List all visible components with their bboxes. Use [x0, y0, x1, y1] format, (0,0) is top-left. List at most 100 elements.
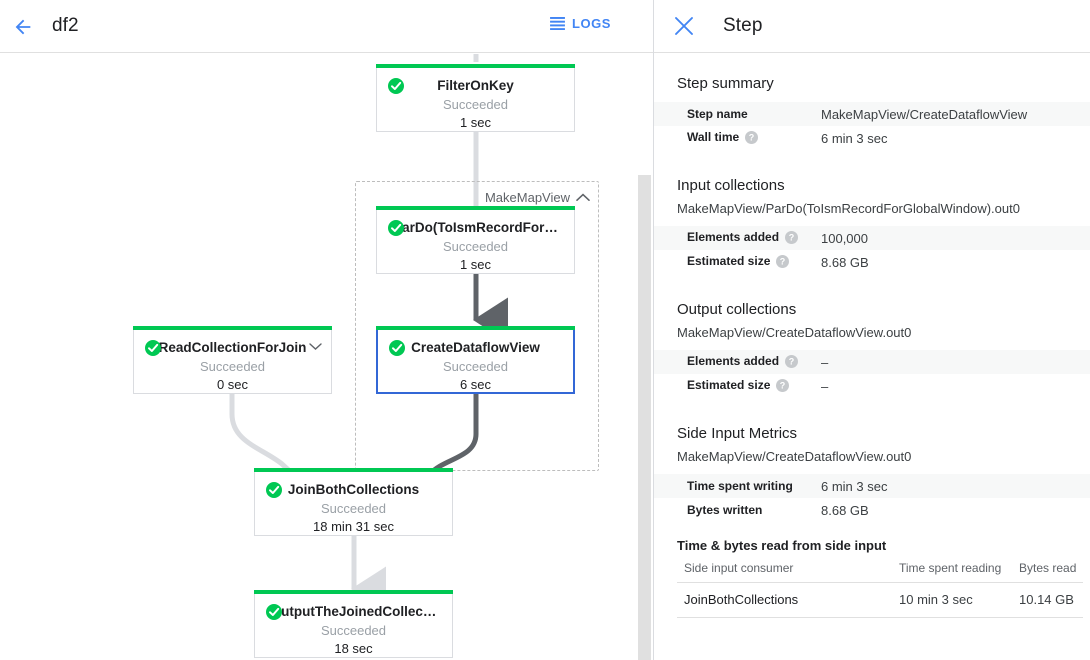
- side-input-read-heading: Time & bytes read from side input: [677, 538, 887, 553]
- table-row: Estimated size? 8.68 GB: [654, 250, 1090, 274]
- table-row: Step name MakeMapView/CreateDataflowView: [654, 102, 1090, 126]
- row-key: Estimated size?: [654, 250, 821, 274]
- node-title: FilterOnKey: [437, 78, 514, 93]
- node-status-bar: [254, 468, 453, 472]
- back-arrow-icon[interactable]: [9, 13, 37, 41]
- composite-label: MakeMapView: [484, 190, 570, 205]
- row-key: Elements added?: [654, 350, 821, 374]
- row-key-label: Elements added: [687, 353, 780, 368]
- composite-transform-makemapview[interactable]: MakeMapView: [355, 181, 599, 471]
- table-row: JoinBothCollections 10 min 3 sec 10.14 G…: [677, 582, 1083, 618]
- row-value: 6 min 3 sec: [821, 130, 888, 146]
- row-key: Step name: [687, 107, 748, 121]
- list-lines-icon: [550, 17, 565, 30]
- side-input-read-table: Side input consumer Time spent reading B…: [677, 556, 1083, 618]
- logs-button[interactable]: LOGS: [546, 14, 615, 33]
- row-value: MakeMapView/CreateDataflowView: [821, 106, 1028, 122]
- node-status: Succeeded: [442, 97, 509, 112]
- table-row: Time spent writing 6 min 3 sec: [654, 474, 1090, 498]
- check-circle-icon: [388, 220, 404, 236]
- output-collection-name: MakeMapView/CreateDataflowView.out0: [677, 325, 912, 340]
- row-key-label: Estimated size: [687, 253, 771, 268]
- output-collections-heading: Output collections: [677, 301, 797, 318]
- row-value: 100,000: [821, 230, 868, 246]
- step-summary-heading: Step summary: [677, 75, 774, 92]
- svg-text:?: ?: [780, 256, 786, 266]
- graph-node-outputthejoinedcollection[interactable]: OutputTheJoinedCollec… Succeeded 18 sec: [254, 590, 453, 658]
- node-elapsed-time: 1 sec: [459, 115, 492, 130]
- table-header-row: Side input consumer Time spent reading B…: [677, 556, 1083, 583]
- graph-node-pardo-toismrecord[interactable]: ParDo(ToIsmRecordFor… Succeeded 1 sec: [376, 206, 575, 274]
- input-collections-table: Elements added? 100,000 Estimated size? …: [654, 226, 1090, 274]
- step-details-pane: Step Step summary Step name MakeMapView/…: [654, 0, 1090, 660]
- node-status-bar: [133, 326, 332, 330]
- column-header-time-reading[interactable]: Time spent reading: [892, 556, 1012, 583]
- step-summary-table: Step name MakeMapView/CreateDataflowView…: [654, 102, 1090, 150]
- node-status: Succeeded: [199, 359, 266, 374]
- row-key: Wall time?: [654, 126, 821, 150]
- help-circle-icon[interactable]: ?: [745, 130, 759, 147]
- row-key: Elements added?: [654, 226, 821, 250]
- row-key-label: Wall time: [687, 129, 740, 144]
- svg-text:?: ?: [780, 380, 786, 390]
- node-status-bar: [376, 206, 575, 210]
- node-status: Succeeded: [320, 501, 387, 516]
- cell-bytes-read: 10.14 GB: [1012, 582, 1083, 618]
- job-graph-pane: df2 LOGS: [0, 0, 653, 660]
- graph-node-createdataflowview[interactable]: CreateDataflowView Succeeded 6 sec: [376, 326, 575, 394]
- table-row: Estimated size? –: [654, 374, 1090, 398]
- row-value: 8.68 GB: [821, 254, 869, 270]
- check-circle-icon: [145, 340, 161, 356]
- node-elapsed-time: 18 min 31 sec: [313, 519, 394, 534]
- svg-text:?: ?: [789, 232, 795, 242]
- svg-text:?: ?: [789, 356, 795, 366]
- chevron-down-icon[interactable]: [309, 342, 322, 351]
- row-key-label: Elements added: [687, 229, 780, 244]
- side-input-metrics-table: Time spent writing 6 min 3 sec Bytes wri…: [654, 474, 1090, 522]
- close-icon[interactable]: [671, 13, 697, 39]
- row-key-label: Estimated size: [687, 377, 771, 392]
- node-title: JoinBothCollections: [287, 482, 420, 497]
- graph-node-joinbothcollections[interactable]: JoinBothCollections Succeeded 18 min 31 …: [254, 468, 453, 536]
- check-circle-icon: [266, 482, 282, 498]
- row-value: –: [821, 378, 829, 394]
- node-status: Succeeded: [442, 359, 509, 374]
- node-title: OutputTheJoinedCollec…: [270, 604, 437, 619]
- node-title: ReadCollectionForJoin: [158, 340, 307, 355]
- help-circle-icon[interactable]: ?: [785, 354, 799, 371]
- logs-button-label: LOGS: [571, 16, 611, 31]
- chevron-up-icon[interactable]: [576, 193, 590, 203]
- node-elapsed-time: 6 sec: [459, 377, 492, 392]
- job-name-title: df2: [52, 15, 79, 36]
- side-input-collection-name: MakeMapView/CreateDataflowView.out0: [677, 449, 912, 464]
- job-graph-canvas[interactable]: MakeMapView FilterOnKey Succeeded 1 sec: [0, 54, 653, 660]
- table-row: Wall time? 6 min 3 sec: [654, 126, 1090, 150]
- node-elapsed-time: 1 sec: [459, 257, 492, 272]
- input-collection-name: MakeMapView/ParDo(ToIsmRecordForGlobalWi…: [677, 201, 1020, 216]
- node-elapsed-time: 0 sec: [216, 377, 249, 392]
- output-collections-table: Elements added? – Estimated size? –: [654, 350, 1090, 398]
- column-header-consumer[interactable]: Side input consumer: [677, 556, 892, 583]
- graph-node-readcollectionforjoin[interactable]: ReadCollectionForJoin Succeeded 0 sec: [133, 326, 332, 394]
- graph-vertical-scrollbar[interactable]: [638, 54, 651, 660]
- graph-scrollbar-thumb[interactable]: [638, 175, 651, 660]
- step-panel-body: Step summary Step name MakeMapView/Creat…: [654, 53, 1090, 618]
- help-circle-icon[interactable]: ?: [776, 254, 790, 271]
- row-key: Bytes written: [687, 503, 763, 517]
- side-input-metrics-heading: Side Input Metrics: [677, 425, 798, 442]
- column-header-bytes-read[interactable]: Bytes read: [1012, 556, 1083, 583]
- row-value: 6 min 3 sec: [821, 478, 888, 494]
- help-circle-icon[interactable]: ?: [785, 230, 799, 247]
- node-status-bar: [376, 64, 575, 68]
- row-key: Time spent writing: [687, 479, 793, 493]
- node-status-bar: [254, 590, 453, 594]
- row-value: 8.68 GB: [821, 502, 869, 518]
- graph-node-filteronkey[interactable]: FilterOnKey Succeeded 1 sec: [376, 64, 575, 132]
- input-collections-heading: Input collections: [677, 177, 785, 194]
- table-row: Bytes written 8.68 GB: [654, 498, 1090, 522]
- step-panel-title: Step: [723, 15, 763, 36]
- top-toolbar: df2 LOGS: [0, 0, 653, 53]
- check-circle-icon: [266, 604, 282, 620]
- help-circle-icon[interactable]: ?: [776, 378, 790, 395]
